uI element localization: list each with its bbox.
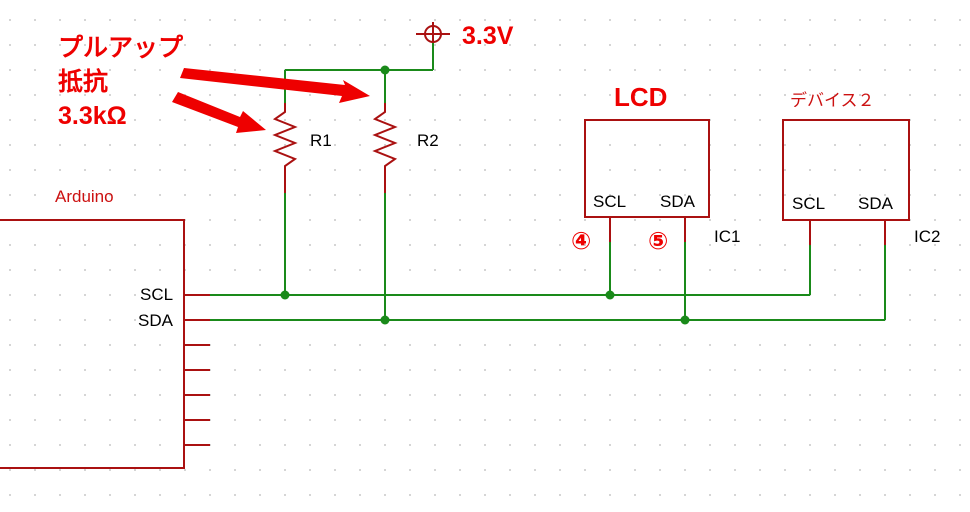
- junctions: [280, 65, 690, 325]
- wires: [210, 42, 886, 321]
- ic2-pin-scl: SCL: [792, 194, 825, 213]
- power-symbol: [416, 22, 450, 43]
- arduino-pin-scl: SCL: [140, 285, 173, 304]
- power-label: 3.3V: [462, 22, 514, 50]
- junction-dot: [280, 290, 290, 300]
- resistor-r2[interactable]: [372, 103, 398, 193]
- junction-dot: [605, 290, 615, 300]
- annotation-arrow-r2: [180, 68, 370, 103]
- annotation-line-3: 3.3kΩ: [58, 102, 127, 130]
- resistor-r2-label: R2: [417, 131, 439, 150]
- ic1-ref: IC1: [714, 227, 740, 246]
- resistor-r1[interactable]: [272, 103, 298, 193]
- annotation-arrow-r1: [172, 92, 266, 133]
- ic2-title: デバイス２: [790, 90, 875, 110]
- ic1-pin-scl: SCL: [593, 192, 626, 211]
- arduino-pin-stubs: [184, 294, 210, 446]
- resistor-r1-label: R1: [310, 131, 332, 150]
- ic2-ref: IC2: [914, 227, 940, 246]
- junction-dot: [380, 65, 390, 75]
- ic1-pin-stubs: [609, 217, 686, 242]
- ic1-pin-number-sda: ⑤: [648, 228, 668, 255]
- arduino-pin-sda: SDA: [138, 311, 174, 330]
- ic1-pin-sda: SDA: [660, 192, 696, 211]
- annotation-line-2: 抵抗: [58, 67, 108, 96]
- arduino-title: Arduino: [55, 187, 114, 206]
- ic1-title: LCD: [614, 82, 667, 112]
- ic1-pin-number-scl: ④: [571, 228, 591, 255]
- ic2-body[interactable]: [782, 119, 910, 221]
- annotation-line-1: プルアップ: [58, 34, 184, 62]
- ic2-pin-sda: SDA: [858, 194, 894, 213]
- junction-dot: [680, 315, 690, 325]
- junction-dot: [380, 315, 390, 325]
- ic1-body[interactable]: [584, 119, 710, 218]
- ic2-pin-stubs: [809, 220, 886, 245]
